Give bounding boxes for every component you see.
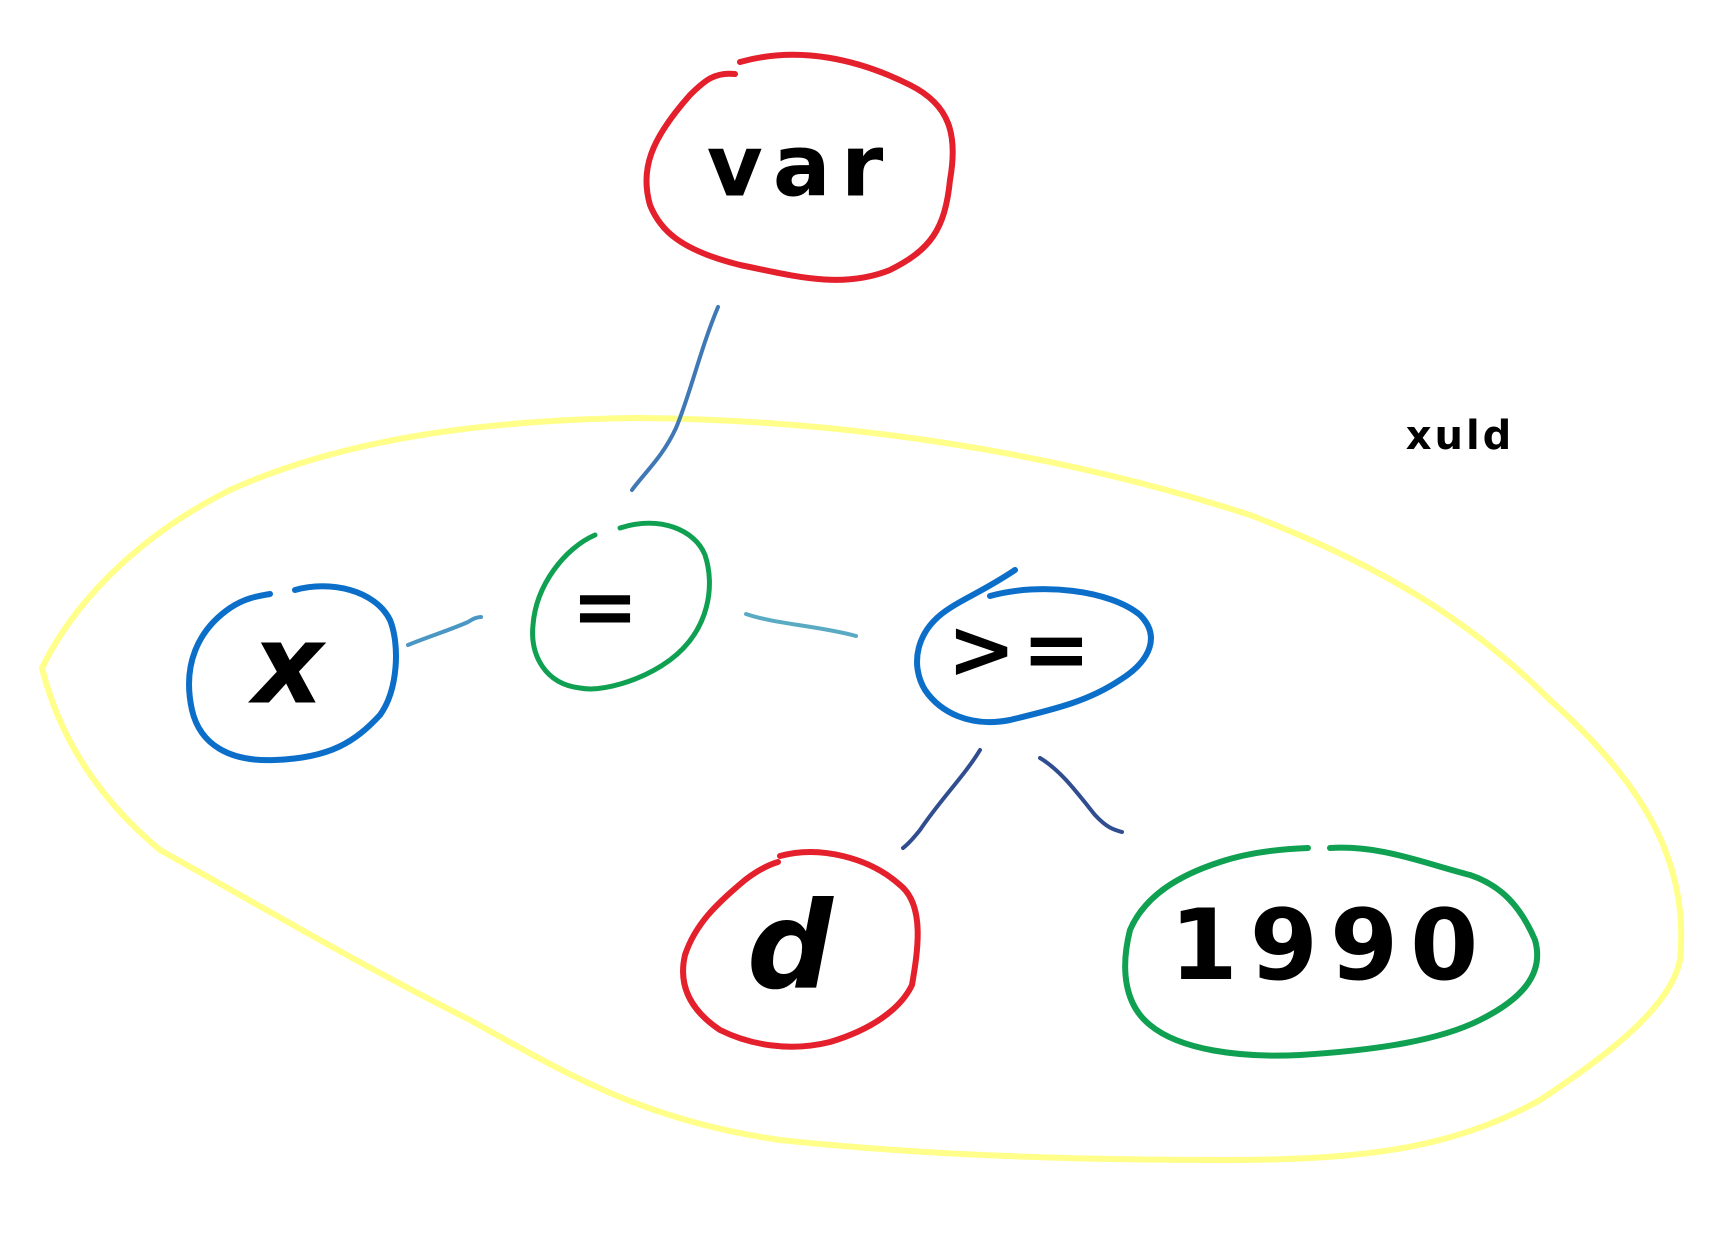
node-1990-label: 1990 <box>1170 889 1491 1003</box>
group-label: xuld <box>1406 413 1515 459</box>
node-d-ring <box>680 849 921 1050</box>
edge-root-to-assign <box>630 305 720 492</box>
edge-assign-to-x <box>406 615 483 647</box>
node-var-ring <box>643 51 956 283</box>
edge-gte-to-d <box>901 748 982 850</box>
node-1990-ring <box>1122 844 1541 1059</box>
node-x-ring <box>186 583 399 764</box>
node-assign-label: = <box>571 560 638 653</box>
node-var: var <box>643 51 956 283</box>
node-gte: >= <box>914 567 1154 726</box>
node-assign: = <box>530 520 712 692</box>
node-x: x <box>186 583 399 764</box>
edge-assign-to-gte <box>744 612 858 638</box>
node-gte-ring <box>914 567 1154 726</box>
edge-gte-to-year <box>1038 756 1124 834</box>
node-gte-label: >= <box>947 602 1096 697</box>
node-assign-ring <box>530 520 712 692</box>
node-var-label: var <box>707 116 894 216</box>
node-x-label: x <box>248 600 327 728</box>
node-1990: 1990 <box>1122 844 1541 1059</box>
group-outline <box>39 415 1685 1163</box>
node-d: d <box>680 849 921 1050</box>
node-d-label: d <box>747 878 834 1017</box>
